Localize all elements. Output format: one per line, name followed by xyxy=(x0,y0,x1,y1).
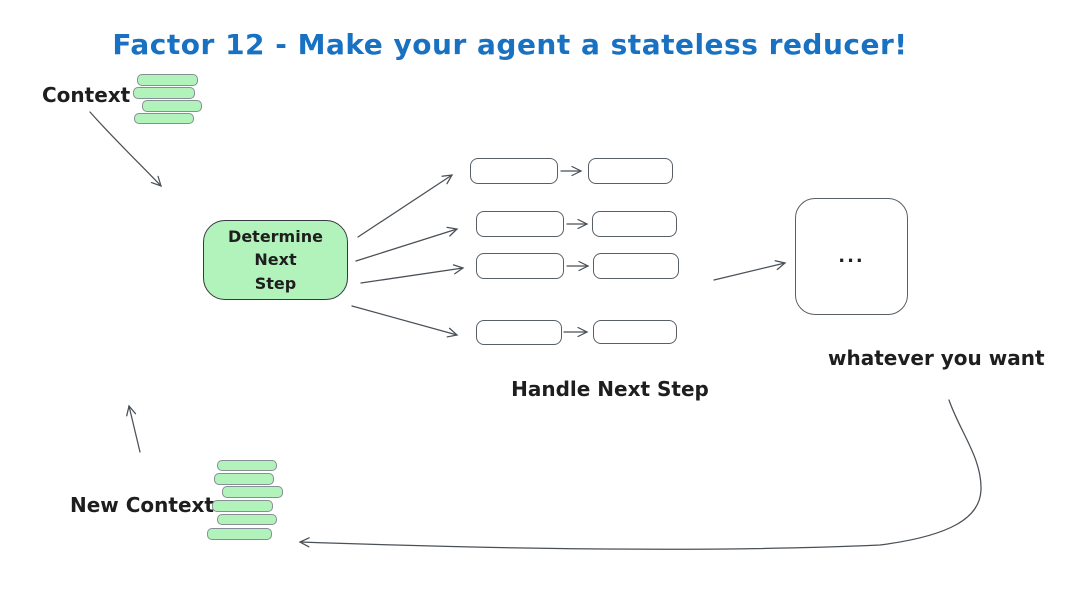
determine-line-1: Determine xyxy=(228,227,323,247)
handle-step-rect-3-left xyxy=(476,253,564,279)
handle-step-rect-4-left xyxy=(476,320,562,345)
context-bar xyxy=(142,100,202,112)
handle-step-rect-2-right xyxy=(592,211,677,237)
arrow-fan-4 xyxy=(351,305,459,338)
handle-step-rect-1-left xyxy=(470,158,558,184)
handle-step-rect-1-right xyxy=(588,158,673,184)
arrow-fan-2 xyxy=(355,226,459,262)
context-bar xyxy=(133,87,195,99)
new-context-label: New Context xyxy=(70,493,214,517)
context-bar xyxy=(137,74,198,86)
diagram-title: Factor 12 - Make your agent a stateless … xyxy=(112,28,908,61)
arrow-fan-3 xyxy=(360,264,465,284)
context-bar xyxy=(134,113,194,124)
determine-line-3: Step xyxy=(254,273,297,293)
arrow-to-ellipsis xyxy=(713,260,787,281)
new-context-bar xyxy=(214,473,274,485)
arrow-fan-1 xyxy=(357,174,454,238)
ellipsis-label: ... xyxy=(838,246,865,267)
new-context-bar xyxy=(207,528,272,540)
ellipsis-box: ... xyxy=(795,198,908,315)
determine-next-step-box: Determine Next Step xyxy=(203,220,348,300)
handle-step-rect-3-right xyxy=(593,253,679,279)
handle-step-rect-4-right xyxy=(593,320,677,344)
handle-step-rect-2-left xyxy=(476,211,564,237)
arrow-loop-back xyxy=(298,399,982,550)
new-context-bar xyxy=(217,514,277,525)
new-context-bar xyxy=(222,486,283,498)
whatever-you-want-label: whatever you want xyxy=(828,346,1045,370)
new-context-bar xyxy=(212,500,273,512)
arrow-new-context-up xyxy=(126,404,141,453)
context-label: Context xyxy=(42,83,131,107)
new-context-bar xyxy=(217,460,277,471)
handle-next-step-label: Handle Next Step xyxy=(511,377,709,401)
determine-line-2: Next xyxy=(254,250,297,270)
